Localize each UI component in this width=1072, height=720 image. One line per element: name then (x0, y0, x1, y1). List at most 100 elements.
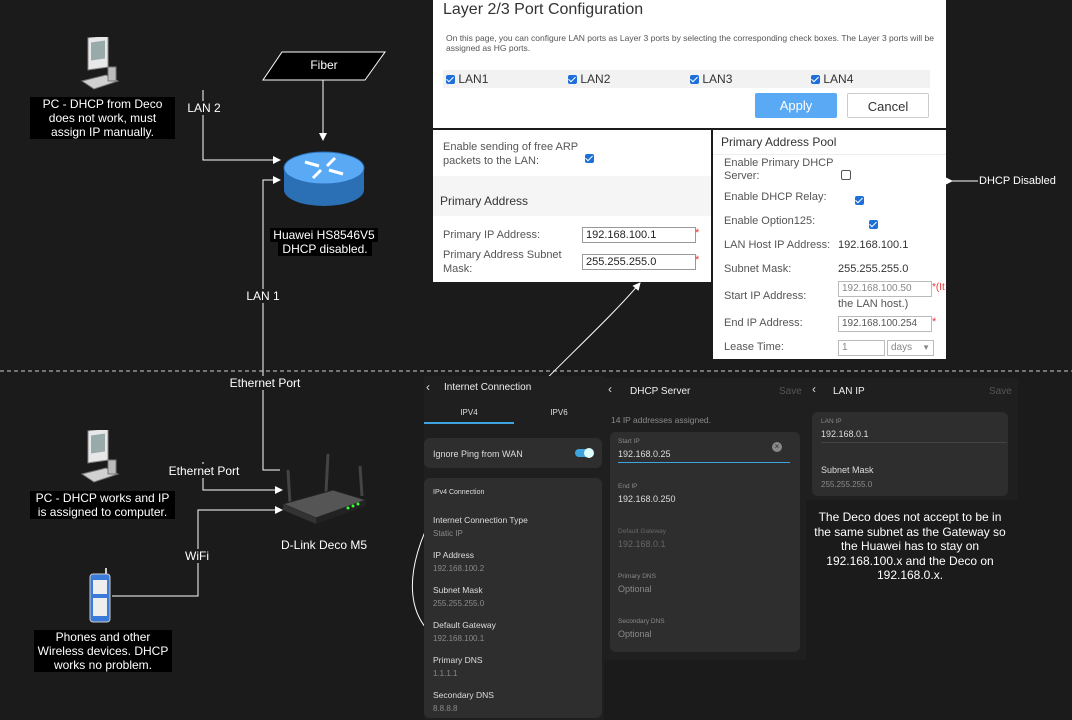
default-gateway-value: 192.168.0.1 (618, 539, 666, 549)
wifi-label: WiFi (183, 549, 211, 563)
ip-address-label: IP Address (433, 550, 474, 560)
subnet-label: Primary Address Subnet Mask: (443, 249, 562, 275)
lan-host-ip-value: 192.168.100.1 (838, 239, 909, 251)
dhcp-disabled-note: DHCP Disabled (979, 175, 1056, 187)
option125-checkbox[interactable] (868, 220, 878, 230)
default-gateway-value: 192.168.100.1 (433, 634, 485, 643)
primary-ip-input[interactable]: 192.168.100.1 (582, 227, 696, 243)
address-pool-panel: Primary Address Pool Enable Primary DHCP… (713, 130, 946, 359)
tab-ipv4[interactable]: IPV4 (460, 408, 478, 417)
port-lan3[interactable]: LAN3 (690, 72, 732, 86)
subnet-mask-value: 255.255.255.0 (433, 599, 485, 608)
ipv4-section-title: IPv4 Connection (433, 489, 485, 496)
deco-icon (281, 453, 368, 524)
fiber-label: Fiber (310, 58, 338, 72)
start-ip-input[interactable]: 192.168.100.50 (838, 281, 932, 297)
ignore-ping-label: Ignore Ping from WAN (433, 449, 523, 459)
enable-dhcp-server-label: Enable Primary DHCP Server: (724, 157, 834, 182)
tab-ipv6[interactable]: IPV6 (550, 408, 568, 417)
port-lan1[interactable]: LAN1 (446, 72, 488, 86)
ip-address-value: 192.168.100.2 (433, 564, 485, 573)
port-lan2[interactable]: LAN2 (568, 72, 610, 86)
connection-type-value: Static IP (433, 529, 463, 538)
required-mark: * (932, 316, 937, 328)
huawei-caption-1: Huawei HS8546V5 (270, 228, 378, 242)
dhcp-server-checkbox[interactable] (841, 169, 851, 180)
lease-time-label: Lease Time: (724, 341, 784, 353)
lan-settings-panel: Enable sending of free ARP packets to th… (433, 130, 711, 282)
secondary-dns-label: Secondary DNS (618, 618, 665, 625)
port-config-description: On this page, you can configure LAN port… (446, 33, 934, 53)
subnet-mask-label: Subnet Mask: (724, 263, 792, 275)
lan1-link (262, 176, 281, 471)
primary-address-header (433, 176, 711, 216)
pc-icon (80, 37, 120, 90)
end-ip-label: End IP (618, 483, 638, 490)
dhcp-server-title: DHCP Server (630, 386, 691, 397)
ignore-ping-row: Ignore Ping from WAN (424, 438, 602, 468)
checkbox-icon[interactable] (568, 75, 577, 85)
port-config-panel: Layer 2/3 Port Configuration On this pag… (433, 0, 946, 128)
end-ip-label: End IP Address: (724, 317, 803, 329)
save-button[interactable]: Save (779, 386, 802, 397)
lease-unit-select[interactable]: days▼ (887, 340, 934, 356)
checkbox-icon[interactable] (690, 75, 699, 85)
back-icon[interactable]: ‹ (812, 382, 816, 396)
phone-icon (89, 568, 111, 623)
checkbox-icon[interactable] (811, 75, 820, 85)
ipv4-connection-card: IPv4 Connection Internet Connection Type… (424, 478, 602, 718)
router-icon (283, 151, 365, 206)
cancel-button[interactable]: Cancel (847, 93, 929, 118)
lan-host-ip-label: LAN Host IP Address: (724, 239, 831, 251)
end-ip-input[interactable]: 192.168.100.254 (838, 316, 932, 332)
ignore-ping-toggle[interactable] (575, 448, 594, 458)
end-ip-value[interactable]: 192.168.0.250 (618, 494, 676, 504)
free-arp-label: Enable sending of free ARP packets to th… (443, 141, 578, 167)
apply-button[interactable]: Apply (755, 93, 837, 118)
pc-bottom-caption: PC - DHCP works and IP is assigned to co… (30, 491, 175, 519)
required-mark: * (695, 254, 700, 266)
start-ip-label: Start IP (618, 438, 640, 445)
huawei-caption-2: DHCP disabled. (278, 242, 372, 256)
pc-top-caption: PC - DHCP from Deco does not work, must … (30, 97, 175, 139)
assigned-text: 14 IP addresses assigned. (611, 415, 712, 425)
default-gateway-label: Default Gateway (618, 528, 667, 535)
free-arp-checkbox[interactable] (585, 154, 594, 164)
deco-caption: D-Link Deco M5 (272, 538, 376, 552)
primary-ip-label: Primary IP Address: (443, 229, 540, 241)
back-icon[interactable]: ‹ (426, 380, 430, 394)
lease-time-input[interactable]: 1 (838, 340, 885, 356)
dhcp-server-card: Start IP 192.168.0.25 × End IP 192.168.0… (610, 432, 800, 652)
primary-dns-label: Primary DNS (433, 655, 483, 665)
lan2-label: LAN 2 (186, 101, 222, 115)
port-config-title: Layer 2/3 Port Configuration (443, 1, 644, 18)
checkbox-icon[interactable] (446, 75, 455, 85)
lan-ip-value[interactable]: 192.168.0.1 (821, 429, 869, 439)
subnet-input[interactable]: 255.255.255.0 (582, 254, 696, 270)
ethernet-port-pc-label: Ethernet Port (167, 464, 241, 478)
enable-dhcp-relay-label: Enable DHCP Relay: (724, 191, 827, 203)
ports-row (443, 70, 930, 88)
subnet-mask-value: 255.255.255.0 (821, 480, 873, 489)
clear-icon[interactable]: × (772, 442, 782, 452)
primary-address-heading: Primary Address (440, 194, 529, 208)
port-lan4[interactable]: LAN4 (811, 72, 853, 86)
subnet-mask-value: 255.255.255.0 (838, 263, 909, 275)
enable-option125-label: Enable Option125: (724, 215, 816, 227)
chevron-down-icon: ▼ (922, 343, 930, 352)
back-icon[interactable]: ‹ (608, 382, 612, 396)
dhcp-relay-checkbox[interactable] (855, 196, 865, 206)
deco-subnet-note: The Deco does not accept to be in the sa… (814, 510, 1006, 582)
primary-dns-label: Primary DNS (618, 573, 656, 580)
primary-dns-value: 1.1.1.1 (433, 669, 458, 678)
primary-dns-input[interactable]: Optional (618, 584, 652, 594)
secondary-dns-input[interactable]: Optional (618, 629, 652, 639)
lan-ip-title: LAN IP (833, 386, 865, 397)
start-ip-value[interactable]: 192.168.0.25 (618, 449, 671, 459)
lan1-label: LAN 1 (243, 289, 283, 303)
subnet-mask-label: Subnet Mask (821, 465, 874, 475)
tab-indicator (424, 422, 514, 424)
save-button[interactable]: Save (989, 386, 1012, 397)
start-ip-hint-2: the LAN host.) (838, 298, 909, 310)
pc-icon (80, 430, 120, 483)
